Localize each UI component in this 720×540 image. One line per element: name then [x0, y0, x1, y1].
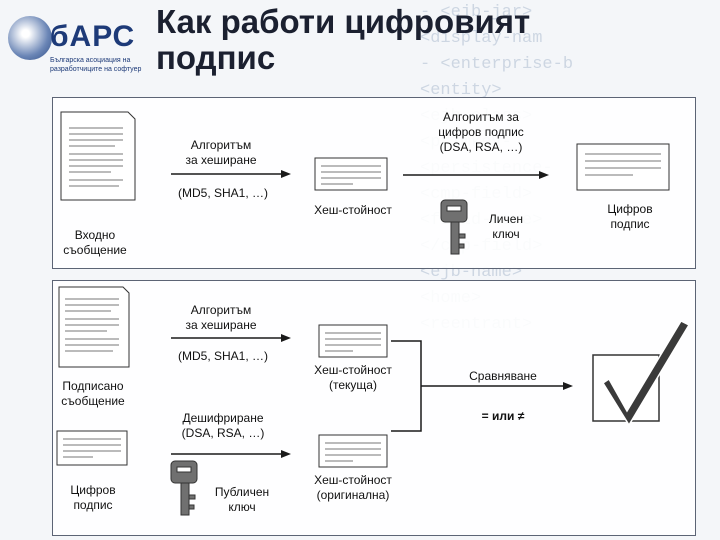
hash-algorithm-label: Алгоритъм за хеширане: [185, 138, 257, 167]
decrypt-arrow: [171, 450, 291, 458]
signature-document-icon: [56, 430, 128, 466]
sign-arrow: [403, 171, 549, 179]
hash-algorithm-examples: (MD5, SHA1, …): [177, 186, 268, 200]
verify-hash-algorithm-examples: (MD5, SHA1, …): [177, 349, 268, 363]
signing-panel: Алгоритъм за хеширане (MD5, SHA1, …) Вхо…: [52, 97, 696, 269]
decrypt-label: Дешифриране (DSA, RSA, …): [181, 411, 265, 440]
verify-hash-algorithm-label: Алгоритъм за хеширане: [185, 303, 257, 332]
private-key-label: Личен ключ: [488, 212, 524, 241]
hash-arrow: [171, 170, 291, 178]
verification-panel: Алгоритъм за хеширане (MD5, SHA1, …) Под…: [52, 280, 696, 536]
current-hash-document-icon: [318, 324, 388, 358]
comparison-bracket: [391, 340, 563, 432]
compare-label: Сравняване: [469, 369, 537, 383]
hash-value-document-icon: [314, 157, 388, 191]
current-hash-label: Хеш-стойност (текуща): [314, 363, 392, 392]
private-key-icon: [440, 199, 468, 255]
globe-icon: [8, 16, 52, 60]
digital-signature-label: Цифров подпис: [70, 483, 116, 512]
comparison-arrow-head: [563, 382, 573, 390]
digital-signature-label: Цифров подпис: [607, 202, 653, 231]
hash-value-label: Хеш-стойност: [314, 203, 392, 217]
original-hash-document-icon: [318, 434, 388, 468]
verification-diagram-graphics: [56, 286, 691, 516]
input-message-label: Входно съобщение: [63, 228, 127, 257]
signing-diagram-graphics: [60, 111, 670, 255]
signed-message-document-icon: [58, 286, 130, 368]
slide-title: Как работи цифровият подпис: [156, 3, 531, 76]
signature-algorithm-label: Алгоритъм за цифров подпис (DSA, RSA, …): [438, 110, 524, 154]
equal-or-not-label: = или ≠: [481, 409, 525, 423]
signed-message-label: Подписано съобщение: [61, 379, 125, 408]
signature-document-icon: [576, 143, 670, 191]
logo-tagline: Българска асоциация на разработчиците на…: [50, 57, 142, 73]
logo-word: бАРС: [50, 20, 136, 53]
public-key-label: Публичен ключ: [214, 485, 270, 514]
checkmark-icon: [592, 320, 691, 427]
public-key-icon: [170, 460, 198, 516]
input-message-document-icon: [60, 111, 136, 201]
verify-hash-arrow: [171, 334, 291, 342]
slide-header: бАРС Българска асоциация на разработчици…: [0, 0, 720, 92]
original-hash-label: Хеш-стойност (оригинална): [314, 473, 392, 502]
logo: бАРС Българска асоциация на разработчици…: [8, 12, 148, 82]
